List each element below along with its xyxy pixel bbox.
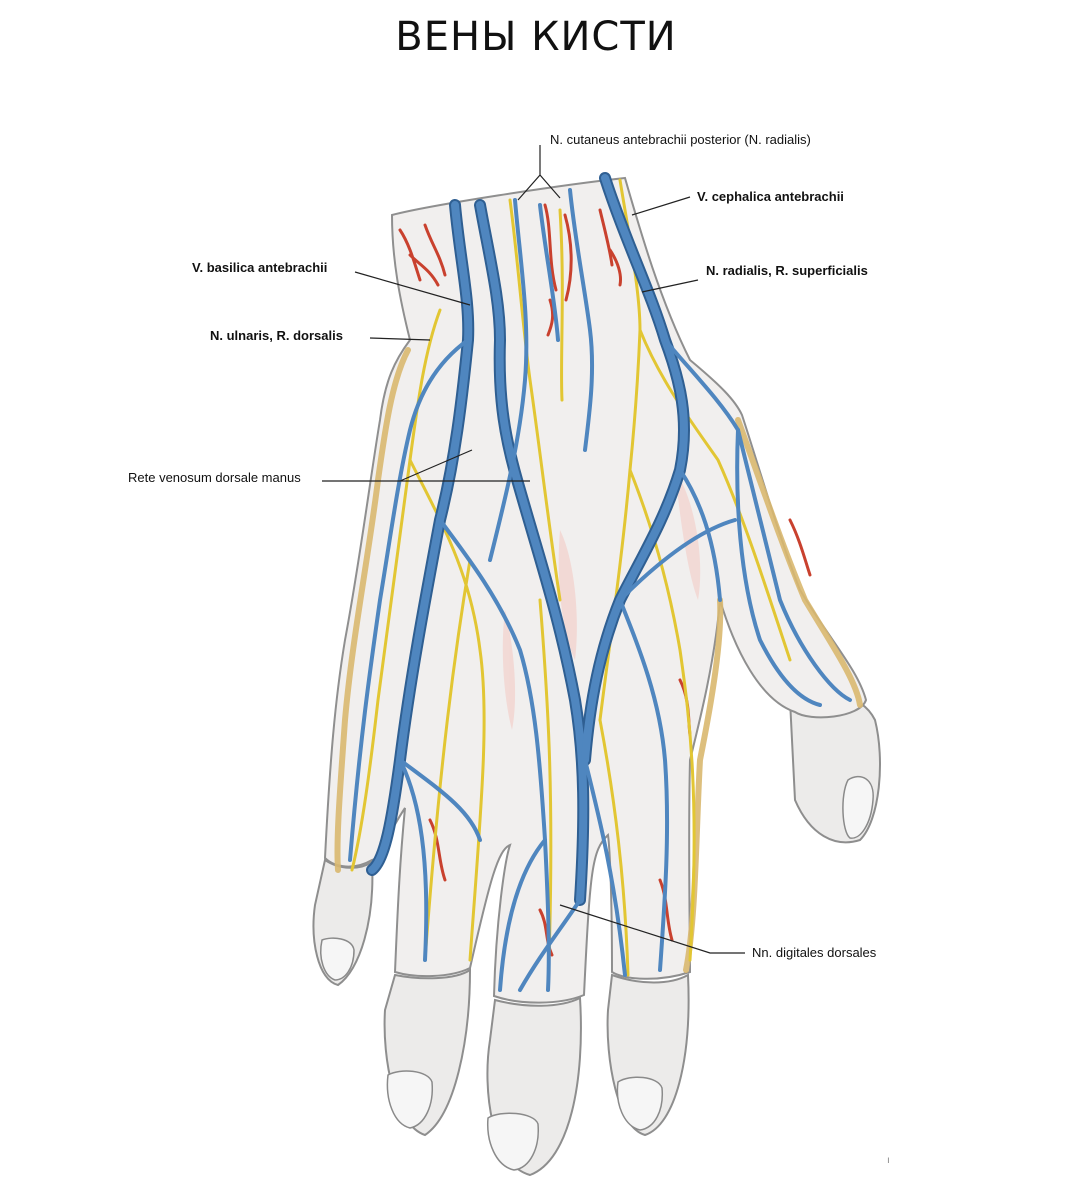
page-title: ВЕНЫ КИСТИ xyxy=(395,14,677,60)
leader-rete xyxy=(322,449,530,482)
index-nail-icon xyxy=(616,1076,663,1131)
veins xyxy=(348,172,852,992)
label-v-cephalica: V. cephalica antebrachii xyxy=(697,189,844,204)
leader-lines xyxy=(322,145,745,954)
leader-n-ulnaris xyxy=(369,337,431,341)
ring-nail-icon xyxy=(386,1070,433,1129)
label-v-basilica: V. basilica antebrachii xyxy=(192,260,328,275)
little-nail-icon xyxy=(320,937,355,981)
fingernails xyxy=(320,775,874,1171)
leader-v-cephalica xyxy=(631,196,691,216)
corner-mark: ı xyxy=(887,1155,890,1166)
thumb-nail-icon xyxy=(842,775,874,839)
label-nn-digitales: Nn. digitales dorsales xyxy=(752,945,877,960)
label-rete-venosum: Rete venosum dorsale manus xyxy=(128,470,301,485)
leader-nn-digitales xyxy=(559,904,745,954)
label-n-radialis: N. radialis, R. superficialis xyxy=(706,263,868,278)
dorsum-skin xyxy=(323,176,868,1004)
label-n-ulnaris: N. ulnaris, R. dorsalis xyxy=(210,328,343,343)
leader-n-radialis xyxy=(641,279,699,293)
rete-venosum-icon xyxy=(476,201,588,904)
leader-n-cutaneus xyxy=(517,145,561,201)
label-n-cutaneus: N. cutaneus antebrachii posterior (N. ra… xyxy=(550,132,811,147)
middle-nail-icon xyxy=(487,1112,539,1171)
tendon-hints xyxy=(502,470,701,730)
leader-v-basilica xyxy=(354,271,471,306)
